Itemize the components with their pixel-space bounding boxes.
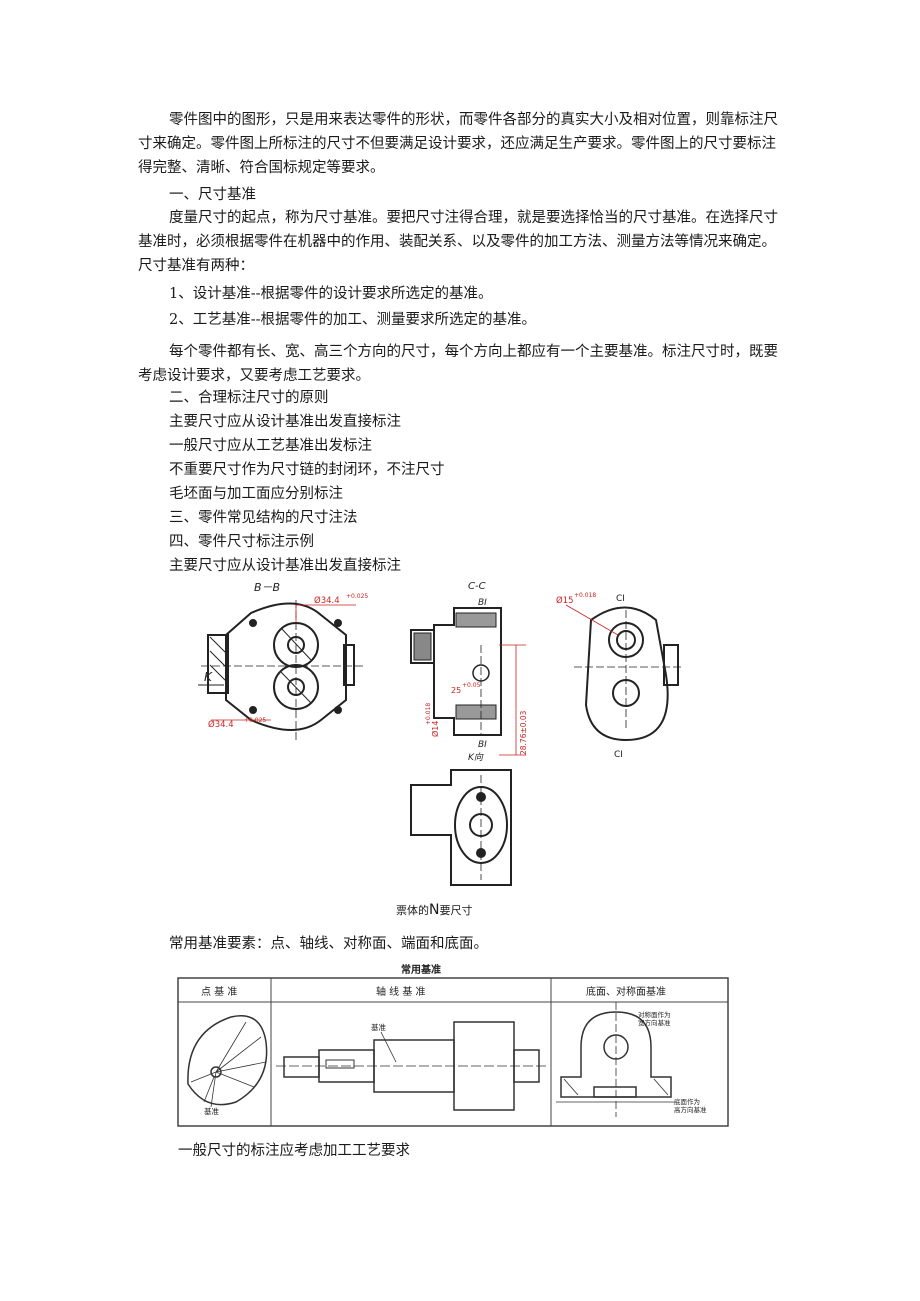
caption-text-end: 要尺寸 [439, 904, 473, 917]
axis-datum-label: 基准 [371, 1022, 386, 1032]
section-view-cc: C-C BI BI [410, 581, 502, 750]
section-heading-examples: 四、零件尺寸标注示例 [169, 534, 314, 550]
pump-body-drawing: B－B K Ø34.4 +0.025 [198, 581, 681, 886]
view-k-label: K向 [468, 752, 484, 763]
section-view-bb: B－B [201, 581, 366, 740]
dim-28-76: 28.76±0.03 [519, 710, 528, 755]
list-item-design-datum: 1、设计基准--根据零件的设计要求所选定的基准。 [169, 286, 493, 302]
rule-blank-surface: 毛坯面与加工面应分别标注 [169, 486, 343, 502]
base-label-2: 高方向基准 [674, 1105, 707, 1114]
c-bottom-label: CI [614, 750, 623, 760]
c-top-label: CI [616, 594, 625, 604]
table-title: 常用基准 [401, 963, 441, 976]
col-point-datum: 点 基 准 [201, 985, 237, 998]
section-heading-principles: 二、合理标注尺寸的原则 [169, 390, 329, 406]
dim-phi34-bottom: Ø34.4 [208, 719, 234, 730]
caption-text-big: N [429, 902, 440, 918]
figure1-caption: 票体的N要尺寸 [396, 902, 472, 918]
tol-25: +0.05 [462, 682, 481, 689]
dim-phi15: Ø15 [556, 595, 574, 606]
col-axis-datum: 轴 线 基 准 [376, 985, 426, 998]
three-direction-paragraph: 每个零件都有长、宽、高三个方向的尺寸，每个方向上都应有一个主要基准。标注尺寸时，… [138, 344, 778, 384]
b-bottom-label: BI [478, 740, 487, 750]
k-arrow-label: K [204, 670, 213, 684]
common-datum-table-figure: 常用基准 点 基 准 轴 线 基 准 底面、对称面基准 基准 [177, 963, 729, 1127]
section-heading-datum: 一、尺寸基准 [169, 187, 256, 203]
section-heading-structures: 三、零件常见结构的尺寸注法 [169, 510, 358, 526]
rule-general-dimension: 一般尺寸应从工艺基准出发标注 [169, 438, 372, 454]
point-datum-drawing [187, 1015, 268, 1108]
view-k-direction: K向 [410, 752, 512, 886]
view-cc-label: C-C [468, 581, 486, 592]
tol-phi34-bottom: +0.025 [244, 717, 266, 724]
tol-phi34-top: +0.025 [346, 593, 368, 600]
b-top-label: BI [478, 598, 487, 608]
symmetry-label: 对称面作为 [638, 1010, 671, 1019]
symmetry-label-2: 宽方向基准 [638, 1018, 671, 1027]
view-bb-label: B－B [254, 581, 280, 594]
datum-definition-paragraph: 度量尺寸的起点，称为尺寸基准。要把尺寸注得合理，就是要选择恰当的尺寸基准。在选择… [138, 210, 778, 274]
common-datum-line: 常用基准要素：点、轴线、对称面、端面和底面。 [169, 936, 488, 952]
intro-paragraph: 零件图中的图形，只是用来表达零件的形状，而零件各部分的真实大小及相对位置，则靠标… [138, 112, 778, 176]
rule-main-dimension: 主要尺寸应从设计基准出发直接标注 [169, 414, 401, 430]
end-view-c: CI CI [574, 594, 681, 760]
general-dimension-line: 一般尺寸的标注应考虑加工工艺要求 [178, 1143, 410, 1159]
list-item-process-datum: 2、工艺基准--根据零件的加工、测量要求所选定的基准。 [169, 312, 537, 328]
rule-closed-loop: 不重要尺寸作为尺寸链的封闭环，不注尺寸 [169, 462, 445, 478]
base-symmetry-datum-drawing [556, 1002, 676, 1117]
col-base-symmetry-datum: 底面、对称面基准 [586, 985, 666, 998]
example-subheading: 主要尺寸应从设计基准出发直接标注 [169, 558, 401, 574]
axis-datum-drawing [276, 1021, 546, 1111]
caption-text-start: 票体的 [396, 904, 429, 917]
dim-phi34-top: Ø34.4 [314, 595, 340, 606]
base-label: 底面作为 [674, 1097, 700, 1106]
dim-25: 25 [451, 686, 461, 695]
dim-phi14: Ø14 [430, 721, 440, 737]
point-datum-label: 基准 [204, 1106, 219, 1116]
tol-phi14: +0.018 [425, 703, 432, 725]
tol-phi15: +0.018 [574, 592, 596, 599]
